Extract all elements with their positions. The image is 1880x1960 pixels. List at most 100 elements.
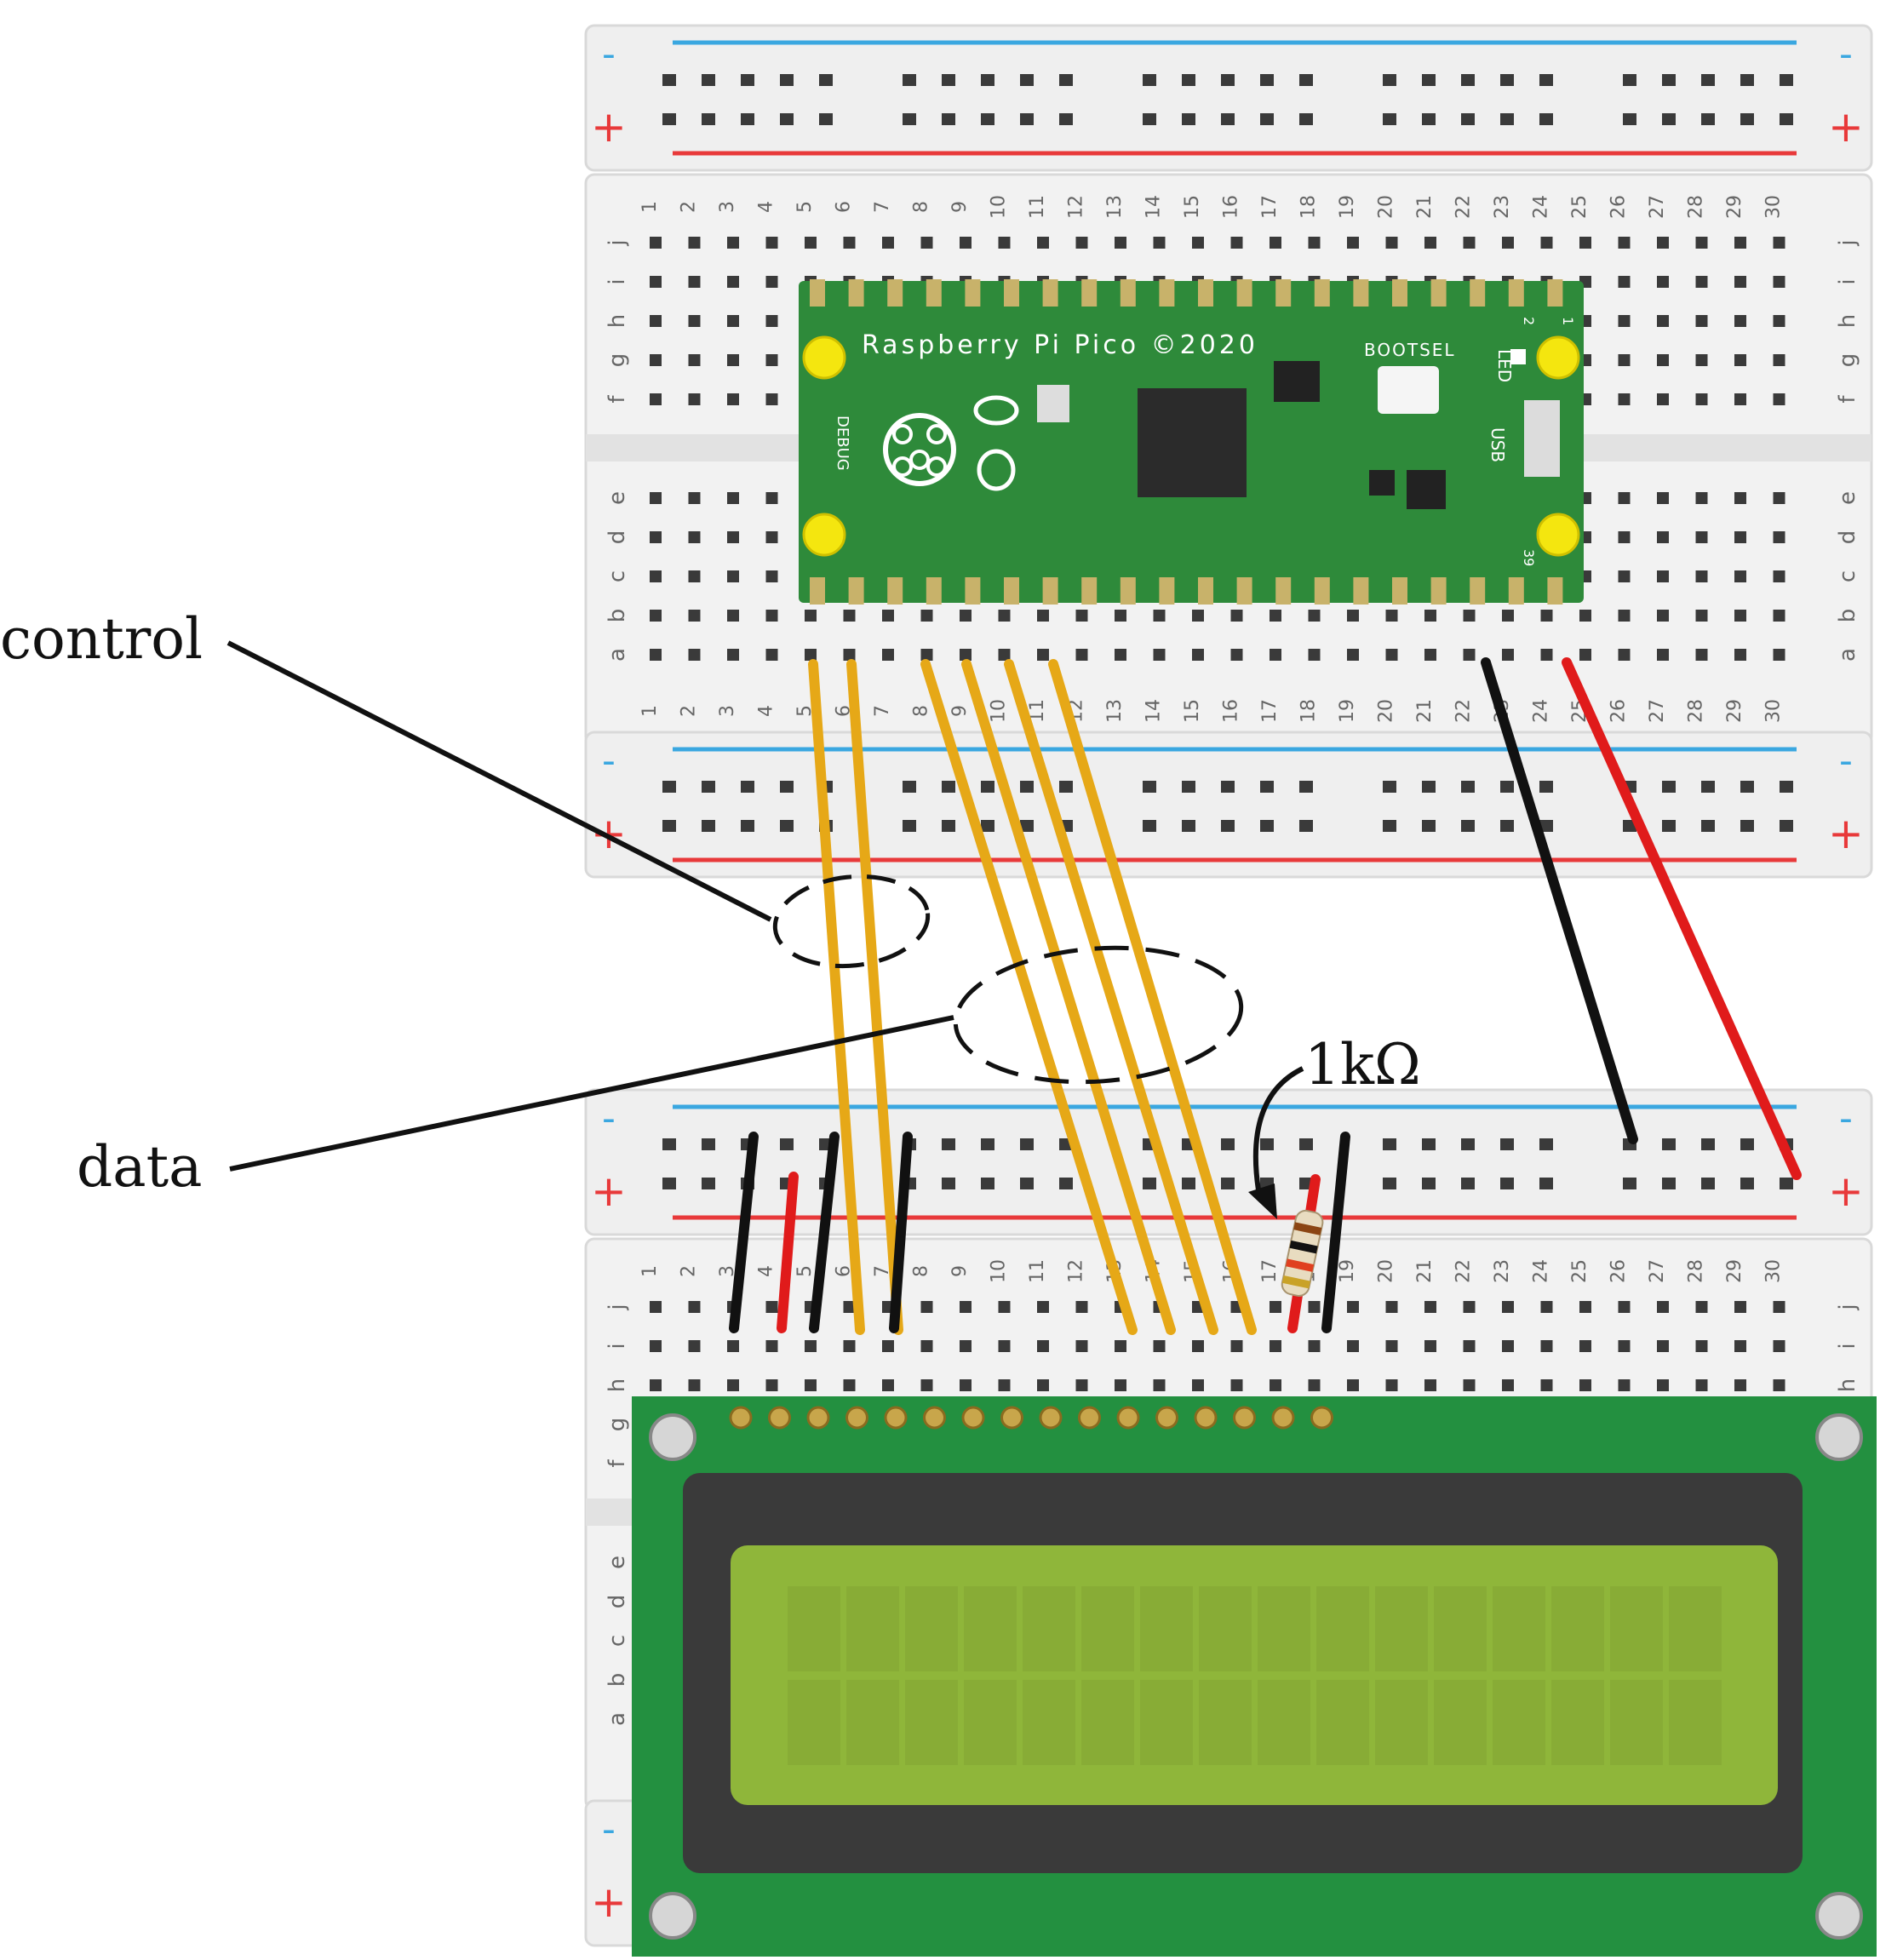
column-number: 4 <box>756 201 777 213</box>
column-number: 3 <box>717 705 738 717</box>
lcd-mount-hole <box>1815 1413 1863 1461</box>
board-hole <box>1424 610 1436 622</box>
rail-hole <box>702 74 715 86</box>
rail-hole <box>1461 781 1475 793</box>
board-hole <box>650 649 662 661</box>
lcd-character-cell <box>1081 1586 1134 1671</box>
board-hole <box>765 315 778 327</box>
rail-hole <box>702 820 715 832</box>
rail-hole <box>1740 781 1754 793</box>
rail-hole <box>1221 1138 1235 1150</box>
column-number: 30 <box>1763 699 1785 723</box>
board-hole <box>1618 570 1631 582</box>
board-hole <box>1153 649 1166 661</box>
column-number: 18 <box>1298 195 1320 219</box>
board-hole <box>727 237 739 249</box>
lcd-header-pin <box>884 1406 908 1430</box>
board-hole <box>1540 610 1553 622</box>
ground-jumper <box>809 1132 840 1333</box>
board-hole <box>1192 610 1204 622</box>
board-hole <box>1657 649 1669 661</box>
board-hole <box>1075 1379 1088 1391</box>
lcd-character-cell <box>1140 1680 1193 1765</box>
board-hole <box>650 354 662 366</box>
board-hole <box>1773 1379 1785 1391</box>
rail-hole <box>1182 781 1195 793</box>
column-number: 20 <box>1376 195 1397 219</box>
board-hole <box>1657 1379 1669 1391</box>
row-letter: a <box>605 648 630 662</box>
board-hole <box>1385 1301 1398 1313</box>
board-hole <box>688 276 701 288</box>
rail-hole <box>1221 781 1235 793</box>
row-letter: e <box>605 1556 630 1569</box>
header-pin <box>1042 279 1058 307</box>
rail-hole <box>1221 74 1235 86</box>
rail-hole <box>1299 1138 1313 1150</box>
rail-hole <box>1020 1178 1034 1189</box>
lower-power-rail: -+-+ <box>584 1088 1873 1236</box>
header-pin <box>810 279 825 307</box>
board-hole <box>1424 237 1436 249</box>
column-number: 2 <box>679 1265 700 1277</box>
rail-hole <box>1383 820 1396 832</box>
board-hole <box>1695 649 1708 661</box>
header-pin <box>1275 577 1292 605</box>
lcd-character-cell <box>1551 1680 1604 1765</box>
column-number: 12 <box>1066 195 1087 219</box>
row-letter: f <box>1835 395 1860 404</box>
board-hole <box>1773 649 1785 661</box>
lcd-header-pin <box>1155 1406 1178 1430</box>
board-hole <box>1270 1379 1281 1391</box>
row-letter: i <box>1835 1343 1860 1349</box>
board-hole <box>1540 1379 1553 1391</box>
rail-plus-sign: + <box>1828 102 1864 152</box>
board-hole <box>1502 610 1514 622</box>
board-hole <box>920 649 933 661</box>
board-hole <box>1618 354 1631 366</box>
rail-hole <box>942 781 955 793</box>
column-number: 20 <box>1376 1259 1397 1283</box>
lcd-header-pin <box>806 1406 830 1430</box>
rail-hole <box>1143 781 1156 793</box>
rail-hole <box>662 1138 676 1150</box>
flash-chip <box>1274 361 1320 402</box>
control-group-ellipse <box>772 874 931 969</box>
board-hole <box>688 354 701 366</box>
control-leader-line <box>226 640 772 922</box>
board-hole <box>1657 354 1669 366</box>
rail-hole <box>1701 113 1715 125</box>
column-number: 27 <box>1647 195 1668 219</box>
rail-hole <box>1623 113 1636 125</box>
board-hole <box>1540 237 1553 249</box>
board-hole <box>1657 315 1669 327</box>
column-number: 21 <box>1414 699 1436 723</box>
row-letter: a <box>1835 648 1860 662</box>
column-number: 21 <box>1414 195 1436 219</box>
rail-minus-sign: - <box>1839 32 1853 76</box>
lcd-character-cell <box>1610 1586 1663 1671</box>
board-hole <box>1230 237 1243 249</box>
lcd-character-cell <box>1434 1586 1487 1671</box>
row-letter: i <box>605 1343 630 1349</box>
board-hole <box>1618 649 1631 661</box>
rail-hole <box>1422 781 1436 793</box>
header-pin <box>965 577 981 605</box>
board-hole <box>1618 276 1631 288</box>
row-letter: a <box>605 1712 630 1726</box>
rail-hole <box>780 781 794 793</box>
rail-hole <box>1780 74 1793 86</box>
board-hole <box>727 315 739 327</box>
power-wire <box>1562 657 1802 1180</box>
board-hole <box>843 649 856 661</box>
rail-hole <box>981 113 994 125</box>
board-hole <box>1037 1379 1049 1391</box>
rail-hole <box>780 74 794 86</box>
resistor-band <box>1285 1258 1315 1272</box>
board-hole <box>765 1340 778 1352</box>
board-hole <box>1695 354 1708 366</box>
rail-hole <box>1539 1178 1553 1189</box>
board-hole <box>1037 649 1049 661</box>
resistor-band <box>1289 1240 1318 1254</box>
board-hole <box>1075 237 1088 249</box>
